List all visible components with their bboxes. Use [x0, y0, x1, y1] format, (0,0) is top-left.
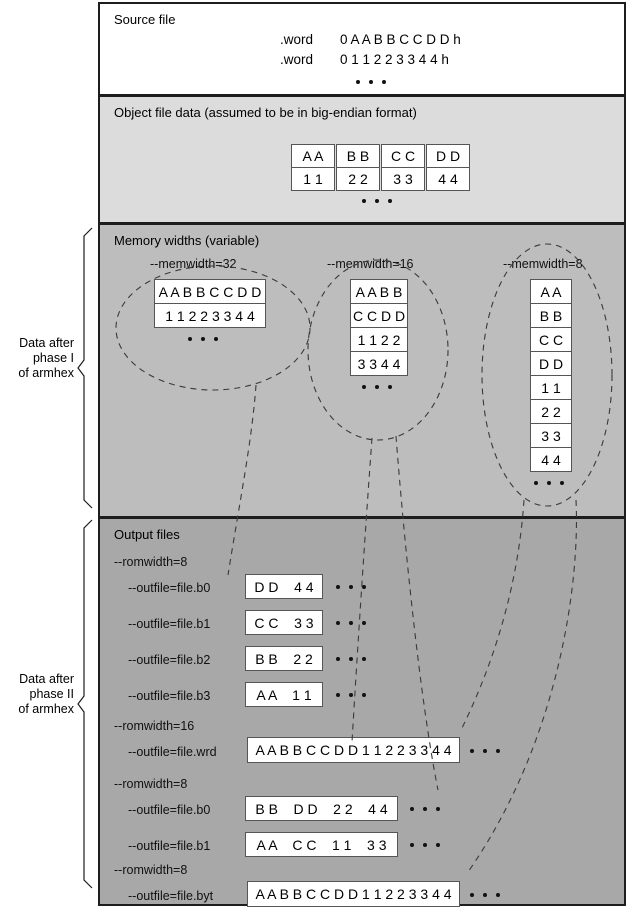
object-cell-bottom: 1 1	[291, 167, 335, 191]
brace-label-phase-1: Data after phase I of armhex	[0, 336, 74, 381]
panel-memory-widths: Memory widths (variable) --memwidth=32 A…	[98, 223, 626, 518]
brace-phase-2	[77, 519, 93, 889]
outfile-label: --outfile=file.wrd	[128, 745, 217, 759]
outfile-value: A A B B C C D D 1 1 2 2 3 3 4 4	[247, 881, 460, 907]
ellipsis-dots	[188, 337, 218, 341]
object-cell-bottom: 4 4	[426, 167, 470, 191]
object-cell-top: D D	[426, 144, 470, 168]
brace-label-line: of armhex	[18, 366, 74, 380]
panel-title-source-file: Source file	[114, 12, 176, 27]
ellipsis-dots	[470, 749, 500, 753]
memwidth-16-cell: 3 3 4 4	[350, 351, 408, 376]
outfile-label: --outfile=file.b3	[128, 689, 211, 703]
memwidth-8-cell: 1 1	[530, 375, 572, 400]
romwidth-label: --romwidth=16	[114, 719, 195, 733]
brace-label-line: Data after	[19, 336, 74, 350]
outfile-value: C C 3 3	[245, 610, 323, 635]
memwidth-16-cell: A A B B	[350, 279, 408, 304]
object-cell-top: B B	[336, 144, 380, 168]
ellipsis-dots	[336, 621, 366, 625]
outfile-label: --outfile=file.b2	[128, 653, 211, 667]
outfile-value: A A 1 1	[245, 682, 323, 707]
outfile-value: D D 4 4	[245, 574, 323, 599]
outfile-label: --outfile=file.byt	[128, 889, 214, 903]
memwidth-8-cell: B B	[530, 303, 572, 328]
romwidth-label: --romwidth=8	[114, 777, 188, 791]
memwidth-16-label: --memwidth=16	[327, 257, 414, 271]
memwidth-32-cell: 1 1 2 2 3 3 4 4	[154, 303, 266, 328]
outfile-label: --outfile=file.b1	[128, 617, 211, 631]
memwidth-8-label: --memwidth=8	[503, 257, 583, 271]
brace-phase-1	[77, 227, 93, 509]
outfile-label: --outfile=file.b0	[128, 803, 211, 817]
brace-label-line: Data after	[19, 672, 74, 686]
source-value: 0 1 1 2 2 3 3 4 4 h	[340, 52, 449, 67]
object-cell-top: A A	[291, 144, 335, 168]
memwidth-8-cell: 2 2	[530, 399, 572, 424]
ellipsis-dots	[362, 385, 392, 389]
ellipsis-dots	[470, 893, 500, 897]
outfile-value: A A B B C C D D 1 1 2 2 3 3 4 4	[247, 737, 460, 763]
panel-object-file-data: Object file data (assumed to be in big-e…	[98, 95, 626, 224]
object-cell-bottom: 2 2	[336, 167, 380, 191]
memwidth-16-cell: 1 1 2 2	[350, 327, 408, 352]
outfile-value: B B D D 2 2 4 4	[245, 796, 398, 821]
outfile-value: B B 2 2	[245, 646, 323, 671]
brace-label-line: of armhex	[18, 702, 74, 716]
outfile-value: A A C C 1 1 3 3	[245, 832, 398, 857]
panel-source-file: Source file .word 0 A A B B C C D D h .w…	[98, 2, 626, 96]
panel-title-memory-widths: Memory widths (variable)	[114, 233, 260, 248]
object-cell-bottom: 3 3	[381, 167, 425, 191]
outfile-label: --outfile=file.b1	[128, 839, 211, 853]
memwidth-16-cell: C C D D	[350, 303, 408, 328]
ellipsis-dots	[410, 843, 440, 847]
memwidth-32-label: --memwidth=32	[150, 257, 237, 271]
brace-label-line: phase II	[29, 687, 74, 701]
memwidth-8-cell: A A	[530, 279, 572, 304]
memwidth-8-cell: 4 4	[530, 447, 572, 472]
ellipsis-dots	[410, 807, 440, 811]
brace-label-phase-2: Data after phase II of armhex	[0, 672, 74, 717]
romwidth-label: --romwidth=8	[114, 555, 188, 569]
panel-output-files: Output files --romwidth=8 --outfile=file…	[98, 517, 626, 907]
source-value: 0 A A B B C C D D h	[340, 32, 461, 47]
source-directive: .word	[280, 32, 314, 47]
ellipsis-dots	[356, 80, 386, 84]
source-directive: .word	[280, 52, 314, 67]
memwidth-8-cell: C C	[530, 327, 572, 352]
brace-label-line: phase I	[32, 351, 74, 365]
ellipsis-dots	[362, 199, 392, 203]
ellipsis-dots	[336, 693, 366, 697]
object-cell-top: C C	[381, 144, 425, 168]
panel-title-output-files: Output files	[114, 527, 180, 542]
ellipsis-dots	[534, 481, 564, 485]
memwidth-8-cell: 3 3	[530, 423, 572, 448]
romwidth-label: --romwidth=8	[114, 863, 188, 877]
panel-title-object-file-data: Object file data (assumed to be in big-e…	[114, 105, 417, 120]
ellipsis-dots	[336, 585, 366, 589]
outfile-label: --outfile=file.b0	[128, 581, 211, 595]
memwidth-8-cell: D D	[530, 351, 572, 376]
ellipsis-dots	[336, 657, 366, 661]
memwidth-32-cell: A A B B C C D D	[154, 279, 266, 304]
